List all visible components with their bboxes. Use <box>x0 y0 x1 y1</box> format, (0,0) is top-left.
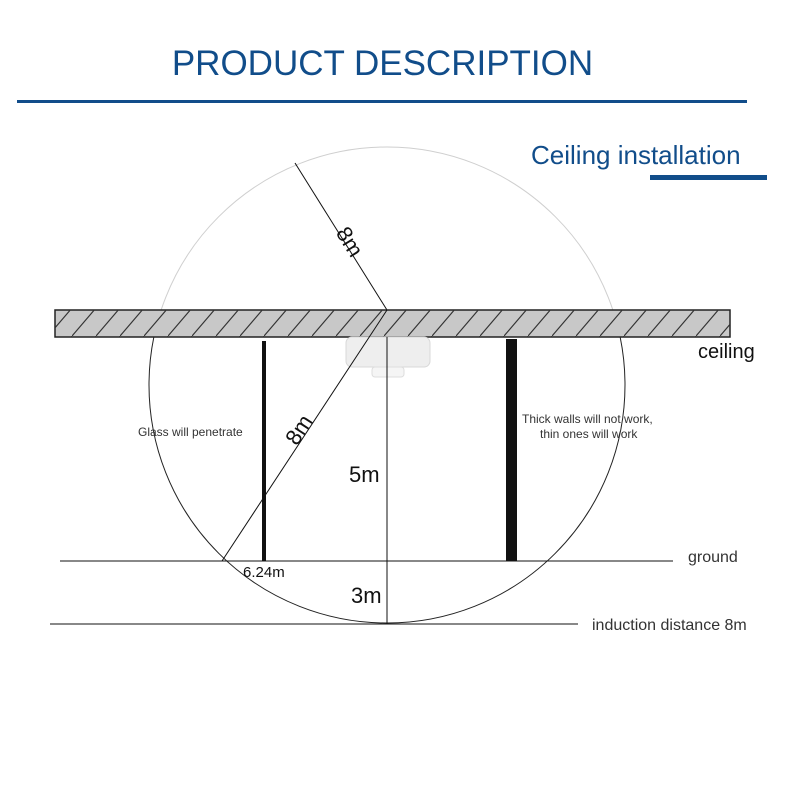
height-label: 5m <box>349 462 380 487</box>
below-ground-label: 3m <box>351 583 382 608</box>
radius-line-top <box>294 162 388 311</box>
glass-note: Glass will penetrate <box>138 425 243 439</box>
induction-label: induction distance 8m <box>592 617 747 634</box>
glass-wall <box>262 341 266 561</box>
ceiling-label: ceiling <box>698 341 755 363</box>
wall-note-line2: thin ones will work <box>540 427 638 441</box>
thick-wall <box>506 339 517 561</box>
detection-circle-faint <box>160 146 614 310</box>
radius-line-inner <box>221 309 388 562</box>
section-subtitle: Ceiling installation <box>531 140 741 170</box>
sensor-device <box>345 336 431 378</box>
subtitle-underline <box>650 175 767 180</box>
title-underline <box>17 100 747 103</box>
wall-note-line1: Thick walls will not work, <box>522 412 653 426</box>
ground-radius-label: 6.24m <box>243 564 285 581</box>
ceiling-hatching <box>55 310 730 337</box>
page-title: PRODUCT DESCRIPTION <box>171 44 594 83</box>
ground-label: ground <box>688 549 738 566</box>
